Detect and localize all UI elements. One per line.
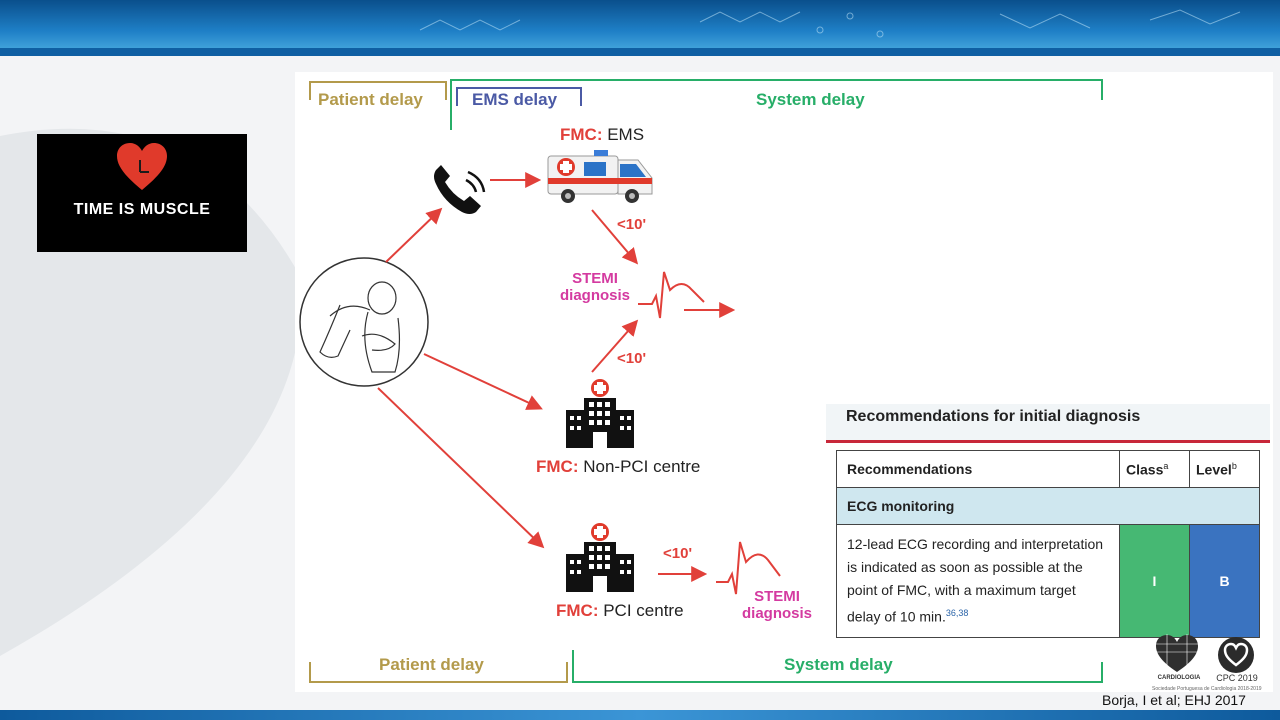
- hospital-icon-pci: [566, 523, 634, 592]
- recommendation-text: 12-lead ECG recording and interpretation…: [847, 536, 1104, 625]
- arrow-nonpci-to-stemi: [591, 319, 639, 373]
- arrow-patient-to-phone: [385, 207, 443, 263]
- system-delay-bracket-top: [450, 79, 1103, 130]
- system-delay-label-top: System delay: [756, 90, 865, 109]
- time-label-ems: <10': [617, 216, 647, 233]
- patient-delay-bracket-bottom: [309, 662, 568, 683]
- arrow-ems-to-stemi: [591, 209, 639, 265]
- patient-chest-pain-icon: [299, 257, 429, 387]
- recommendations-box: Recommendations for initial diagnosis Re…: [826, 404, 1272, 638]
- arrow-patient-to-pci: [377, 387, 545, 549]
- level-cell: B: [1189, 524, 1260, 638]
- fmc-ems-label: FMC: EMS: [560, 125, 644, 145]
- col-header-recommendations: Recommendations: [836, 450, 1120, 488]
- fmc-pci-label: FMC: PCI centre: [556, 601, 684, 621]
- recommendations-title: Recommendations for initial diagnosis: [846, 408, 1141, 425]
- ecg-wave-icon: [716, 541, 781, 595]
- phone-icon: [434, 165, 486, 214]
- fmc-non-pci-label: FMC: Non-PCI centre: [536, 457, 700, 477]
- col-header-class: Classa: [1119, 450, 1190, 488]
- spc-logo-text: CARDIOLOGIA: [1157, 675, 1201, 681]
- system-delay-bracket-bottom: [572, 650, 1103, 683]
- fmc-node-name: EMS: [607, 125, 645, 144]
- logo-footnote: Sociedade Portuguesa de Cardiologia 2018…: [1152, 686, 1262, 692]
- time-label-non-pci: <10': [617, 350, 647, 367]
- cpc-heart-logo: [1218, 637, 1254, 673]
- table-header-row: Recommendations Classa Levelb: [836, 450, 1260, 488]
- arrow-patient-to-nonpci: [423, 353, 543, 410]
- level-footnote-mark: b: [1231, 460, 1237, 471]
- col-header-level: Levelb: [1189, 450, 1260, 488]
- hospital-icon-non-pci: [566, 379, 634, 448]
- patient-delay-label-bottom: Patient delay: [379, 655, 484, 674]
- fmc-prefix: FMC:: [560, 125, 603, 144]
- citation: Borja, I et al; EHJ 2017: [1102, 692, 1246, 708]
- stemi-line1: STEMI: [754, 588, 800, 605]
- section-row: ECG monitoring: [836, 487, 1260, 525]
- ecg-wave-icon: [638, 271, 705, 319]
- ems-delay-bracket: [456, 87, 582, 106]
- class-cell: I: [1119, 524, 1190, 638]
- stemi-line1: STEMI: [572, 270, 618, 287]
- footer-bar: [0, 710, 1280, 720]
- heart-clock-icon: [117, 143, 167, 190]
- time-is-muscle-badge: TIME IS MUSCLE: [37, 134, 247, 252]
- molecule-decoration: [419, 9, 1241, 38]
- fmc-node-name: Non-PCI centre: [583, 457, 701, 476]
- header-stripe: [0, 48, 1280, 56]
- level-header-text: Level: [1196, 461, 1232, 478]
- stemi-line2: diagnosis: [560, 287, 631, 304]
- patient-delay-bracket-top: [309, 81, 447, 100]
- recommendations-header: Recommendations for initial diagnosis: [826, 404, 1270, 443]
- stemi-line2: diagnosis: [742, 605, 813, 622]
- fmc-prefix: FMC:: [556, 601, 599, 620]
- system-delay-label-bottom: System delay: [784, 655, 893, 674]
- time-label-pci: <10': [663, 545, 693, 562]
- recommendation-refs: 36,38: [945, 608, 969, 618]
- patient-delay-label-top: Patient delay: [318, 90, 423, 109]
- class-header-text: Class: [1126, 461, 1164, 478]
- ems-delay-label: EMS delay: [472, 90, 558, 109]
- ambulance-icon: [547, 150, 653, 203]
- header-banner: [0, 0, 1280, 56]
- badge-text: TIME IS MUSCLE: [73, 201, 211, 218]
- class-footnote-mark: a: [1163, 460, 1169, 471]
- recommendation-text-cell: 12-lead ECG recording and interpretation…: [836, 524, 1120, 638]
- table-row: 12-lead ECG recording and interpretation…: [836, 524, 1260, 638]
- section-ecg-monitoring: ECG monitoring: [836, 487, 1260, 525]
- background-swoosh: [0, 128, 302, 656]
- fmc-node-name: PCI centre: [603, 601, 684, 620]
- recommendations-table: Recommendations Classa Levelb ECG monito…: [836, 450, 1260, 638]
- spc-heart-logo: [1156, 634, 1198, 672]
- cpc-logo-text: CPC 2019: [1216, 673, 1258, 683]
- fmc-prefix: FMC:: [536, 457, 579, 476]
